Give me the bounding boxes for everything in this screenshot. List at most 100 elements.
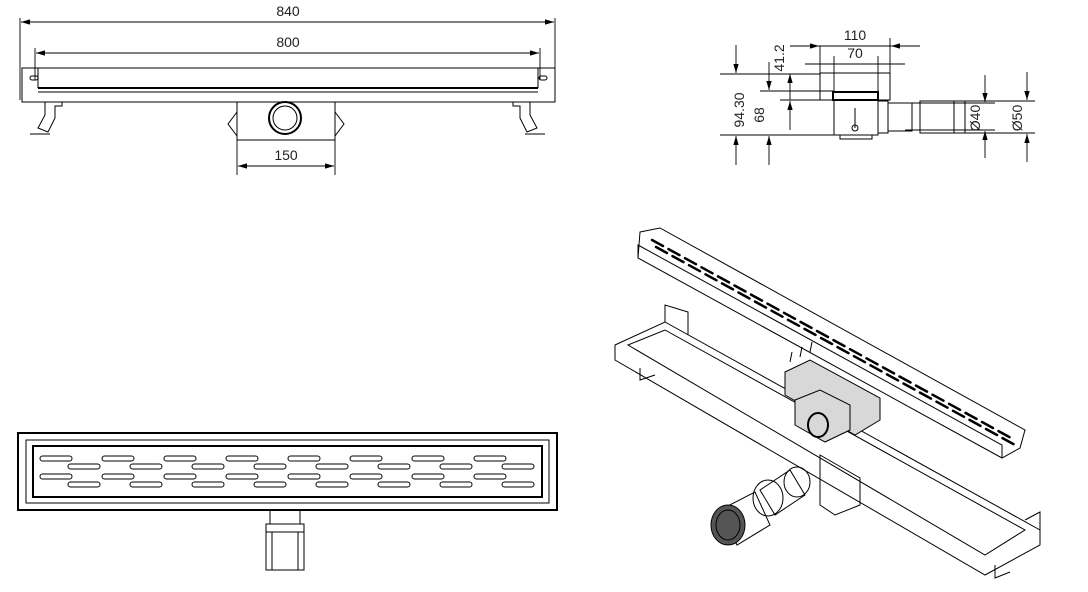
iso-grate-slot: [984, 427, 999, 437]
iso-grate-slot: [918, 391, 933, 400]
grate-slot: [163, 455, 197, 462]
iso-grate-slot: [671, 254, 685, 264]
grate-slot: [253, 463, 287, 470]
iso-foot-left: [639, 368, 656, 381]
iso-bracket-left: [664, 304, 689, 335]
iso-grate-slot: [786, 318, 801, 328]
iso-grate-slot: [819, 336, 834, 346]
iso-grate-slot: [865, 357, 879, 366]
iso-grate-slot: [832, 338, 846, 348]
iso-grate-slot: [852, 354, 867, 364]
grate-slot: [377, 463, 411, 470]
iso-grate-slot: [869, 364, 883, 373]
iso-grate-slot: [964, 411, 978, 421]
dimension-grate-length: 800: [276, 34, 300, 50]
iso-grate-slot: [654, 245, 669, 255]
grate-slot: [315, 481, 349, 488]
grate-slot: [67, 463, 101, 470]
grate-slot: [101, 455, 135, 462]
top-frame: [17, 432, 558, 511]
side-outlet-pipe: [919, 100, 966, 134]
iso-grate-slot: [733, 284, 747, 293]
iso-grate-slot: [667, 247, 681, 257]
grate-slot: [39, 455, 73, 462]
side-body-top: [819, 72, 891, 101]
grate-slot: [411, 473, 445, 480]
grate-slot: [129, 463, 163, 470]
iso-grate-slot: [650, 238, 665, 248]
iso-grate-slot: [704, 273, 718, 282]
channel-body: [21, 67, 556, 103]
dimension-top-offset: 41.2: [771, 44, 787, 71]
dimension-total-height: 94.30: [731, 92, 747, 127]
grate-slot: [129, 481, 163, 488]
iso-grate-slot: [898, 375, 912, 384]
grate-slot: [39, 473, 73, 480]
iso-grate-slot: [848, 347, 863, 357]
outlet-pipe: [268, 101, 302, 135]
grate-slot: [315, 463, 349, 470]
iso-grate-slot: [980, 420, 995, 430]
grate-slot: [377, 481, 411, 488]
dimension-body-width: 70: [847, 45, 863, 61]
grate-slot: [191, 463, 225, 470]
top-grate: [32, 445, 543, 498]
iso-grate-slot: [720, 282, 735, 291]
dimension-total-width: 110: [844, 27, 867, 43]
iso-grate-slot: [716, 275, 731, 284]
grate-slot: [225, 455, 259, 462]
iso-grate-slot: [770, 309, 784, 318]
iso-grate-slot: [815, 329, 830, 339]
iso-grate-slot: [997, 429, 1011, 439]
dimension-outlet-width: 150: [274, 147, 298, 163]
grate-slot: [287, 455, 321, 462]
grate-slot: [439, 481, 473, 488]
iso-grate-slots: [650, 238, 1015, 446]
grate-slot: [287, 473, 321, 480]
iso-grate-slot: [902, 382, 916, 391]
iso-grate-slot: [700, 266, 714, 275]
iso-grate-slot: [749, 293, 764, 302]
top-outlet-neck: [269, 509, 301, 525]
iso-grate-slot: [687, 263, 702, 273]
iso-grate-slot: [799, 320, 813, 330]
iso-outlet-end: [783, 466, 811, 498]
iso-grate-slot: [951, 409, 966, 419]
iso-grate-slot: [935, 400, 949, 409]
dimension-outlet-diameter-50: Ø50: [1009, 105, 1025, 132]
grate-slot: [501, 463, 535, 470]
grate-slot: [411, 455, 445, 462]
iso-grate-slot: [683, 256, 698, 266]
grate-slot: [501, 481, 535, 488]
grate-slot: [349, 473, 383, 480]
dimension-overall-length: 840: [276, 3, 300, 19]
iso-grate-slot: [947, 402, 962, 412]
grate-slot: [101, 473, 135, 480]
iso-grate-slot: [766, 302, 780, 311]
right-foot: [512, 102, 538, 133]
grate-slot: [253, 481, 287, 488]
grate-slot: [439, 463, 473, 470]
iso-grate-slot: [782, 311, 797, 321]
iso-grate-slot: [737, 291, 751, 300]
top-outlet-pipe: [265, 531, 305, 571]
iso-channel: [614, 321, 1041, 576]
grate-slot: [225, 473, 259, 480]
iso-grate-slot: [1001, 436, 1015, 446]
iso-grate-slot: [885, 373, 900, 382]
side-body: [833, 99, 879, 136]
iso-grate-slot: [803, 327, 817, 337]
grate-slots: [39, 455, 535, 488]
grate-slot: [473, 455, 507, 462]
side-reducer: [887, 102, 913, 132]
iso-grate-slot: [881, 366, 896, 375]
top-view: [17, 432, 558, 571]
side-view: 110 70 94.30 68 41.2 Ø40 Ø50: [720, 27, 1035, 165]
dimension-body-height: 68: [751, 107, 767, 123]
grate-slot: [67, 481, 101, 488]
iso-grate-slot: [836, 345, 850, 355]
iso-grate-slot: [968, 418, 982, 428]
dimension-outlet-diameter-40: Ø40: [967, 105, 983, 132]
left-foot: [37, 102, 63, 133]
